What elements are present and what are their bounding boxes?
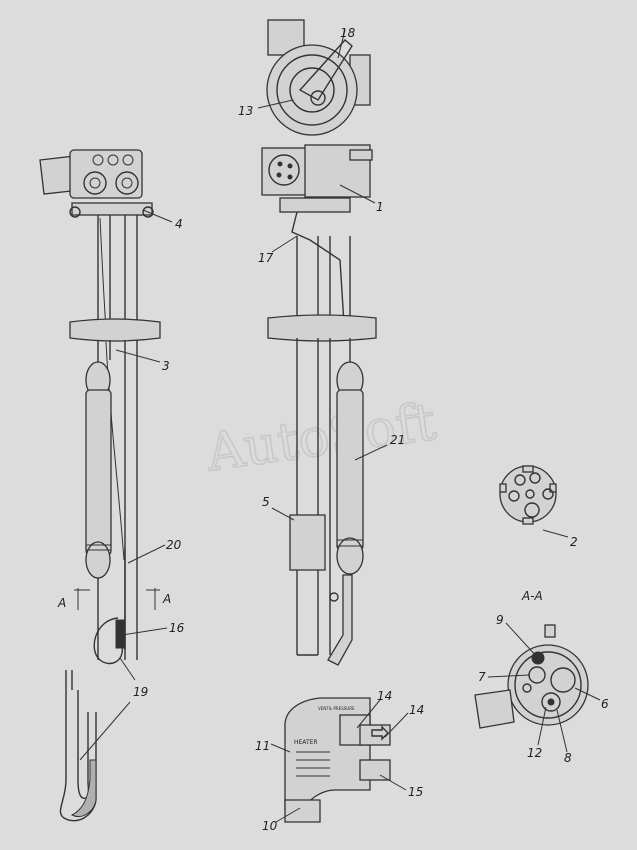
callout-11: 11 (255, 739, 270, 753)
heater-top-text: VENTIL-PRESSURE (318, 706, 355, 711)
callout-18: 18 (340, 26, 356, 40)
center-float-bottom (336, 537, 364, 575)
callout-3: 3 (162, 359, 170, 373)
callout-20: 20 (166, 538, 182, 552)
callout-2: 2 (570, 535, 578, 549)
left-break-band (69, 318, 161, 342)
callout-15: 15 (408, 785, 423, 799)
left-hook (93, 617, 124, 665)
callout-1: 1 (376, 200, 384, 214)
callout-6: 6 (601, 697, 609, 711)
section-side-fitting (474, 689, 515, 729)
callout-10: 10 (262, 819, 278, 833)
callout-13: 13 (238, 104, 253, 118)
callout-16: 16 (169, 621, 185, 635)
section-a-a: A-A (474, 589, 589, 729)
left-terminal-block (69, 149, 143, 199)
callout-labels: 1 2 3 4 5 6 7 8 9 10 11 12 13 14 14 15 1… (133, 26, 609, 833)
end-view-2 (499, 465, 557, 525)
sensor-block-5 (289, 514, 326, 571)
tube-detail-19 (59, 670, 97, 822)
callout-12: 12 (527, 746, 542, 760)
end-view-disc (499, 465, 557, 523)
left-float-body (85, 389, 112, 556)
left-mounting-flange (71, 202, 153, 216)
leader-lines (79, 29, 601, 823)
section-outer-ring (507, 644, 589, 726)
wire-17 (291, 211, 346, 341)
bent-outlet-tube (327, 574, 353, 666)
heater-module: HEATER VENTIL-PRESSURE (284, 697, 391, 823)
heater-pipe-lower (359, 759, 391, 781)
callout-5: 5 (262, 495, 270, 509)
left-sensor-assembly: A A (39, 149, 171, 665)
callout-14-upper: 14 (377, 689, 392, 703)
center-break-band (267, 314, 377, 342)
heater-label-text: HEATER (294, 739, 318, 746)
callout-7: 7 (478, 670, 486, 684)
top-view-dial (266, 44, 358, 136)
center-mounting-flange (279, 197, 351, 213)
callout-17: 17 (258, 251, 274, 265)
callout-8: 8 (564, 751, 572, 765)
section-mark-left: A (57, 596, 66, 610)
left-float-bottom (85, 541, 111, 579)
lower-sensor-element (115, 619, 125, 649)
callout-19: 19 (133, 685, 148, 699)
callout-4: 4 (175, 217, 183, 231)
callout-9: 9 (496, 613, 504, 627)
callout-14-lower: 14 (409, 703, 424, 717)
callout-21: 21 (390, 433, 405, 447)
section-mark-right: A (162, 592, 171, 606)
center-sensor-assembly (261, 19, 377, 666)
section-title: A-A (521, 589, 543, 603)
center-float-body (336, 389, 364, 551)
lever-arm (298, 39, 353, 101)
